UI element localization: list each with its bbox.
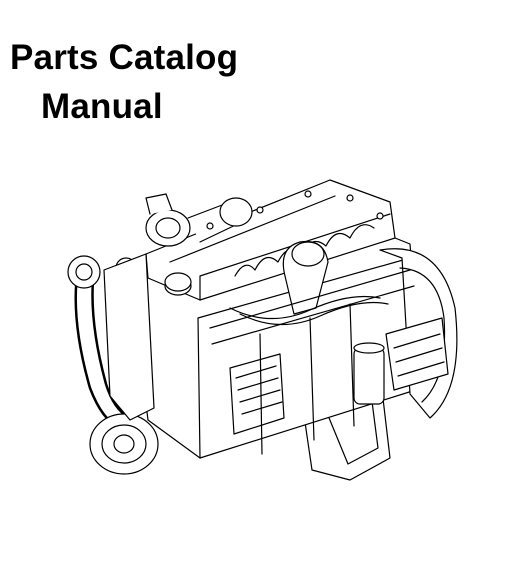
title-line-parts-catalog: Parts Catalog — [10, 38, 239, 77]
title-line-manual: Manual — [41, 87, 163, 126]
engine-illustration — [67, 179, 458, 481]
